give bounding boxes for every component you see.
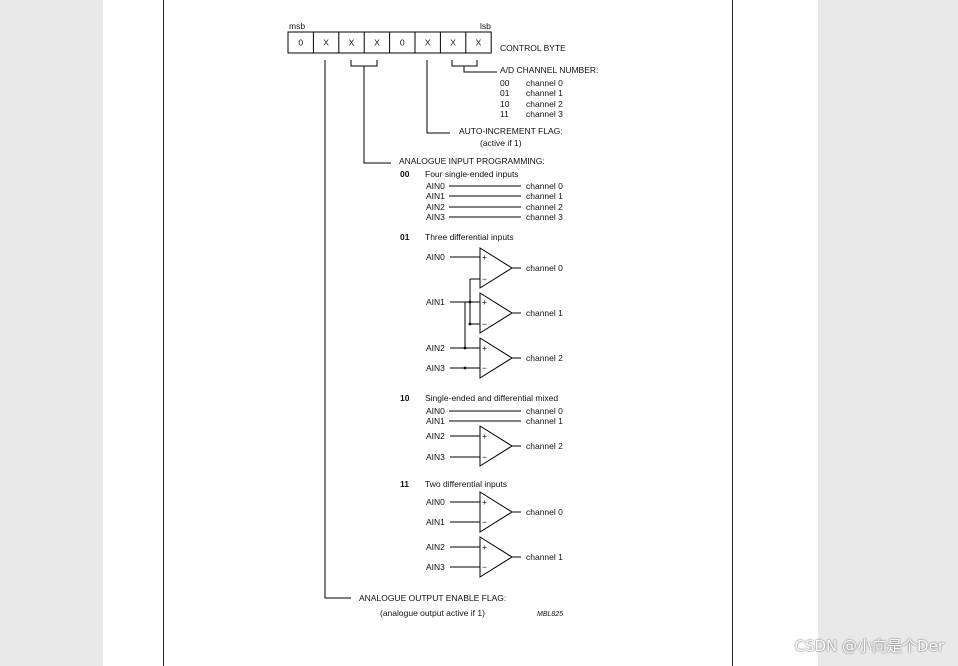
mode10-ch0: channel 0 — [526, 406, 563, 416]
mode00-ch3: channel 3 — [526, 212, 563, 222]
channel-code-10: 10 — [500, 99, 510, 109]
mode11-ain1: AIN1 — [426, 517, 445, 527]
mode00-ch1: channel 1 — [526, 191, 563, 201]
channel-code-11: 11 — [500, 109, 509, 119]
watermark: CSDN @小向是个Der — [794, 637, 944, 655]
mode10-ain3: AIN3 — [426, 452, 445, 462]
mode01-ch1: channel 1 — [526, 308, 563, 318]
bit-5-value: X — [349, 38, 355, 48]
bit-3-value: 0 — [400, 38, 405, 48]
mode11-ch1: channel 1 — [526, 552, 563, 562]
op-amp-mode01-ch2 — [479, 337, 513, 379]
bit-7-value: 0 — [298, 38, 303, 48]
mode01-ain1: AIN1 — [426, 297, 445, 307]
bit-labels: 0 X X X 0 X X X — [298, 38, 481, 48]
mode00-ain0: AIN0 — [426, 181, 445, 191]
junction-dots — [463, 300, 472, 370]
mode-10-wiring — [449, 410, 521, 467]
msb-label: msb — [289, 21, 305, 31]
control-byte-label: CONTROL BYTE — [500, 43, 566, 53]
channel-code-00: 00 — [500, 78, 510, 88]
mode-00-desc: Four single-ended inputs — [425, 169, 519, 179]
minus-sign: − — [482, 517, 487, 527]
lsb-label: lsb — [480, 21, 491, 31]
channel-number-bracket — [451, 60, 497, 73]
channel-code-01: 01 — [500, 88, 510, 98]
channel-label-0: channel 0 — [526, 78, 563, 88]
auto-increment-leader — [426, 60, 450, 134]
mode00-ain1: AIN1 — [426, 191, 445, 201]
channel-number-title: A/D CHANNEL NUMBER: — [500, 65, 598, 75]
op-amp-mode11-ch1 — [479, 536, 513, 578]
mode-01-wiring — [450, 247, 521, 379]
op-amp-mode01-ch0 — [479, 247, 513, 289]
bit-2-value: X — [425, 38, 431, 48]
output-enable-title: ANALOGUE OUTPUT ENABLE FLAG: — [359, 593, 506, 603]
mode-10-desc: Single-ended and differential mixed — [425, 393, 558, 403]
mode00-ain3: AIN3 — [426, 212, 445, 222]
mode-01-desc: Three differential inputs — [425, 232, 514, 242]
mode10-ain2: AIN2 — [426, 431, 445, 441]
mode-11-code: 11 — [400, 479, 409, 489]
bit-4-value: X — [374, 38, 380, 48]
op-amp-mode11-ch0 — [479, 491, 513, 533]
input-programming-bracket — [350, 60, 391, 164]
mode01-ain3: AIN3 — [426, 363, 445, 373]
figure-code: MBL825 — [537, 611, 563, 618]
control-byte-box — [287, 31, 492, 54]
bit-0-value: X — [476, 38, 482, 48]
mode00-ch2: channel 2 — [526, 202, 563, 212]
output-enable-leader — [324, 60, 351, 599]
mode11-ch0: channel 0 — [526, 507, 563, 517]
mode00-ain2: AIN2 — [426, 202, 445, 212]
mode-11-wiring — [450, 491, 521, 578]
frame-left-border — [163, 0, 164, 666]
op-amp-mode10-ch2 — [479, 425, 513, 467]
plus-sign: + — [482, 252, 487, 262]
plus-sign: + — [482, 542, 487, 552]
channel-label-1: channel 1 — [526, 88, 563, 98]
mode10-ch1: channel 1 — [526, 416, 563, 426]
output-enable-note: (analogue output active if 1) — [380, 608, 485, 618]
mode01-ain0: AIN0 — [426, 252, 445, 262]
mode-10-code: 10 — [400, 393, 410, 403]
bit-1-value: X — [450, 38, 456, 48]
mode-11-desc: Two differential inputs — [425, 479, 507, 489]
input-programming-title: ANALOGUE INPUT PROGRAMMING: — [399, 156, 545, 166]
plus-sign: + — [482, 431, 487, 441]
mode01-ch2: channel 2 — [526, 353, 563, 363]
mode10-ch2: channel 2 — [526, 441, 563, 451]
mode-01-code: 01 — [400, 232, 410, 242]
mode10-ain1: AIN1 — [426, 416, 445, 426]
mode01-ain2: AIN2 — [426, 343, 445, 353]
plus-sign: + — [482, 497, 487, 507]
channel-label-3: channel 3 — [526, 109, 563, 119]
mode11-ain0: AIN0 — [426, 497, 445, 507]
mode-00-code: 00 — [400, 169, 410, 179]
mode10-ain0: AIN0 — [426, 406, 445, 416]
minus-sign: − — [482, 452, 487, 462]
minus-sign: − — [482, 363, 487, 373]
bit-6-value: X — [323, 38, 329, 48]
frame-right-border — [732, 0, 733, 666]
plus-sign: + — [482, 343, 487, 353]
op-amp-mode01-ch1 — [479, 292, 513, 334]
minus-sign: − — [482, 319, 487, 329]
channel-label-2: channel 2 — [526, 99, 563, 109]
page-frame — [163, 0, 733, 666]
minus-sign: − — [482, 274, 487, 284]
plus-sign: + — [482, 297, 487, 307]
mode-00-wiring — [449, 185, 521, 218]
mode00-ch0: channel 0 — [526, 181, 563, 191]
document-page — [103, 0, 818, 666]
mode11-ain3: AIN3 — [426, 562, 445, 572]
auto-increment-title: AUTO-INCREMENT FLAG: — [459, 126, 563, 136]
auto-increment-note: (active if 1) — [480, 138, 522, 148]
mode01-ch0: channel 0 — [526, 263, 563, 273]
mode11-ain2: AIN2 — [426, 542, 445, 552]
minus-sign: − — [482, 562, 487, 572]
